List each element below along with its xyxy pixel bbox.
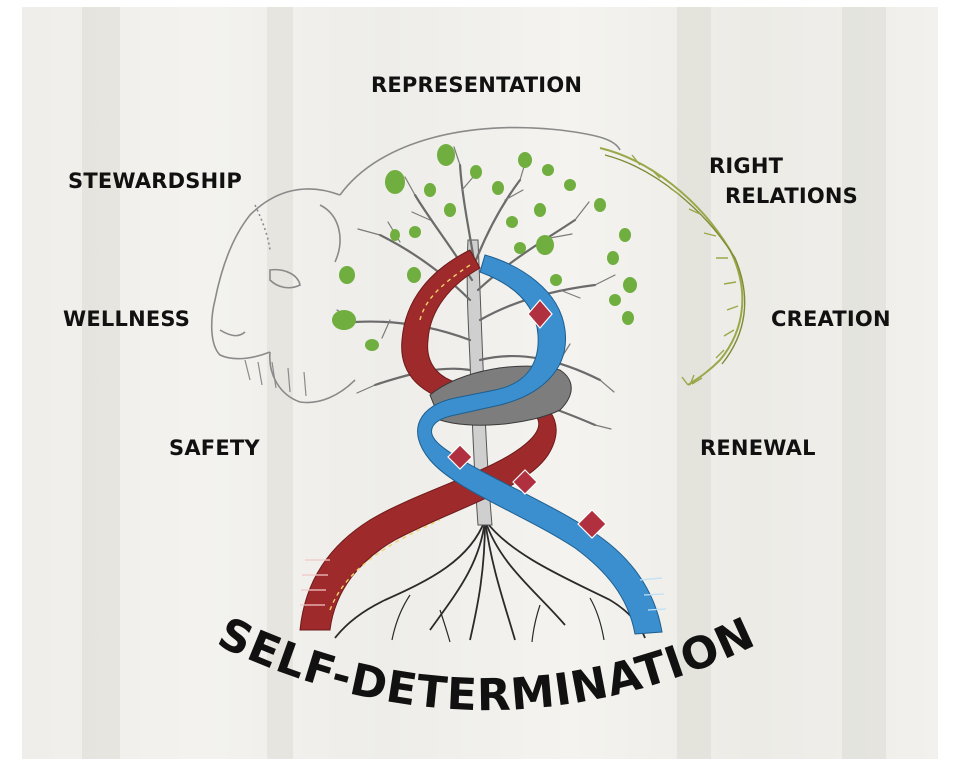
page-title: SELF-DETERMINATION (210, 608, 762, 722)
label-wellness: WELLNESS (63, 307, 191, 331)
tree-icon (332, 144, 646, 643)
background-trunk (842, 7, 886, 759)
label-safety: SAFETY (169, 436, 260, 460)
sweetgrass-icon (599, 147, 746, 386)
background-trunk (82, 7, 120, 759)
bison-head-icon (210, 126, 621, 404)
diagram-canvas (22, 7, 938, 759)
label-creation: CREATION (771, 307, 891, 331)
label-right-relations-line2: RELATIONS (725, 184, 859, 208)
label-right-relations-line1: RIGHT (709, 154, 784, 178)
ribbon-blue-icon (417, 254, 667, 635)
title-text: SELF-DETERMINATION (210, 608, 761, 722)
leaves (332, 144, 637, 351)
label-renewal: RENEWAL (700, 436, 816, 460)
label-stewardship: STEWARDSHIP (68, 169, 242, 193)
label-representation: REPRESENTATION (371, 73, 583, 97)
